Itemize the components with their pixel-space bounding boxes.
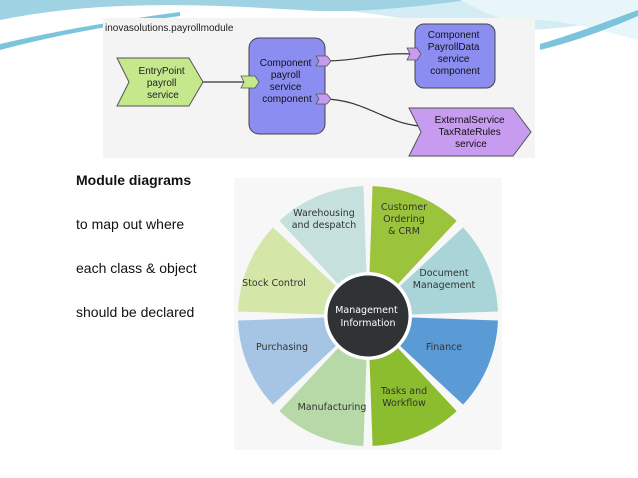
connector-component-external — [322, 98, 420, 127]
interface-marker-payrolldata — [406, 47, 422, 61]
segment-document-management — [400, 227, 498, 315]
segment-label-manufacturing: Manufacturing — [298, 402, 367, 413]
module-diagram-title: inovasolutions.payrollmodule — [105, 23, 234, 34]
externalservice-shape — [408, 107, 532, 157]
entrypoint-label: EntryPoint payroll service — [139, 66, 188, 101]
externalservice-label: ExternalService TaxRateRules service — [435, 115, 508, 150]
segment-tasks-workflow — [369, 348, 457, 446]
segment-warehousing — [279, 186, 367, 284]
reference-marker-top — [315, 55, 332, 67]
segment-finance — [400, 317, 498, 405]
segment-label-finance: Finance — [426, 342, 462, 353]
segment-customer-ordering — [369, 186, 457, 284]
payrolldata-component-label: Component PayrollData service component — [428, 30, 482, 77]
connector-component-payrolldata — [322, 53, 416, 62]
segment-manufacturing — [279, 348, 367, 446]
component-payroll-label: Component payroll service component — [260, 58, 314, 105]
segment-stock-control — [238, 227, 336, 315]
segment-label-purchasing: Purchasing — [256, 342, 308, 353]
module-diagram: inovasolutions.payrollmodule EntryPoint … — [103, 18, 535, 158]
description-line-1: to map out where — [76, 216, 185, 232]
description-heading: Module diagrams — [76, 172, 192, 188]
wheel-segments — [238, 186, 498, 446]
reference-marker-bottom — [315, 93, 332, 105]
wheel-center — [324, 272, 412, 360]
entrypoint-shape — [116, 57, 204, 107]
description-line-3: should be declared — [76, 304, 195, 320]
description-text: Module diagrams to map out where each cl… — [76, 172, 236, 348]
segment-purchasing — [238, 317, 336, 405]
wheel-center-label: Management Information — [335, 305, 401, 329]
description-line-2: each class & object — [76, 260, 197, 276]
segment-label-stock-control: Stock Control — [242, 278, 306, 289]
interface-marker-entry — [240, 75, 260, 89]
